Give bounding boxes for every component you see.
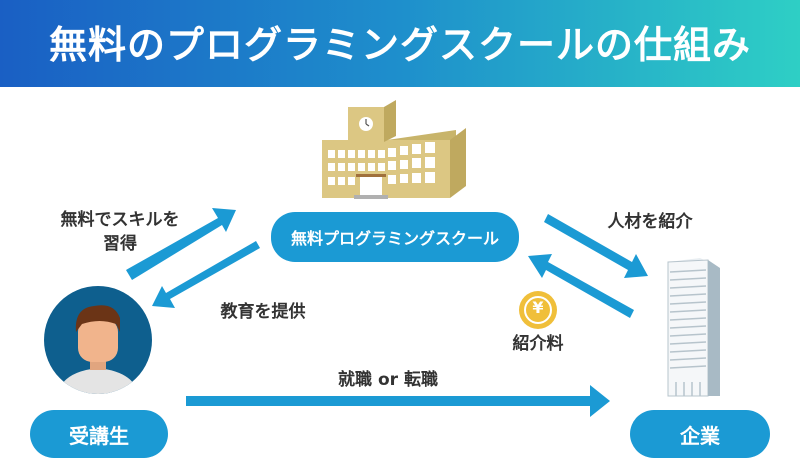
student-avatar-icon: [44, 286, 152, 394]
arrow-company-to-school: [528, 254, 634, 318]
label-learn-skills: 無料でスキルを 習得: [30, 208, 210, 256]
label-job-change: 就職 or 転職: [338, 370, 438, 390]
arrow-school-to-company: [544, 214, 648, 278]
arrow-student-to-company: [186, 385, 610, 417]
label-referral-fee: 紹介料: [512, 334, 564, 354]
header-banner: 無料のプログラミングスクールの仕組み: [0, 0, 800, 87]
school-node[interactable]: 無料プログラミングスクール: [271, 212, 519, 262]
yen-symbol: ¥: [532, 298, 544, 317]
page-title: 無料のプログラミングスクールの仕組み: [48, 23, 751, 67]
label-provide-education: 教育を提供: [220, 302, 306, 322]
student-node-label: 受講生: [69, 423, 129, 448]
school-node-label: 無料プログラミングスクール: [290, 229, 499, 248]
school-building-icon: [322, 100, 466, 199]
label-learn-skills-line1: 無料でスキルを: [60, 210, 180, 230]
label-introduce-talent: 人材を紹介: [607, 212, 693, 232]
student-node[interactable]: 受講生: [30, 410, 168, 458]
company-node[interactable]: 企業: [630, 410, 770, 458]
company-building-icon: [667, 258, 720, 397]
arrow-student-to-school: [126, 208, 236, 280]
yen-coin-icon: [519, 291, 557, 329]
arrow-school-to-student: [152, 241, 260, 308]
company-node-label: 企業: [680, 423, 720, 448]
label-learn-skills-line2: 習得: [103, 234, 137, 254]
